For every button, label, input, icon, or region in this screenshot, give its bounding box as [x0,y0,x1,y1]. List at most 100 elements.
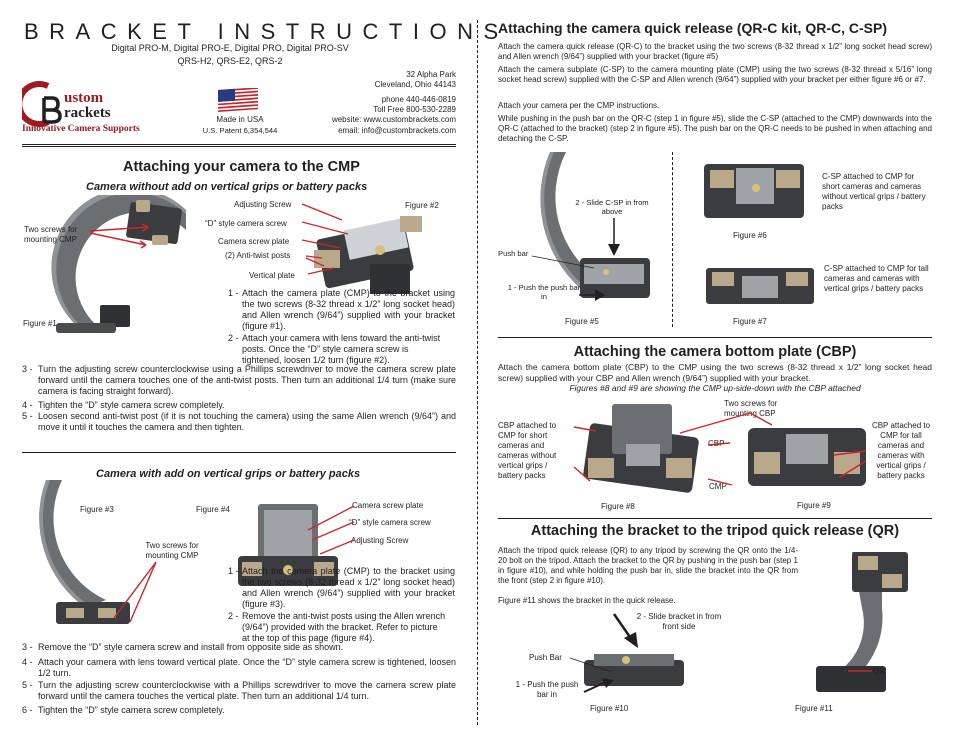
fig11-qr-arrow [848,670,872,672]
qrc-paragraph-3: Attach your camera per the CMP instructi… [498,101,660,110]
logo-word-bottom: rackets [64,105,111,121]
cmp-step-5: Loosen second anti-twist post (if it is … [38,411,456,432]
cmp-b-step-3: Remove the “D” style camera screw and in… [38,642,344,652]
cmp-heading: Attaching your camera to the CMP [123,159,360,175]
fig3-arrows [113,561,157,623]
figure-3-image [39,480,130,624]
email-link[interactable]: email: info@custombrackets.com [338,126,456,135]
models-line-2: QRS-H2, QRS-E2, QRS-2 [177,56,283,66]
figure-9-image [748,428,866,486]
fig2-plate-label: Camera screw plate [218,237,290,246]
qrc-paragraph-4: While pushing in the push bar on the QR-… [498,114,932,143]
cbp-tall-note: CBP attached to CMP for tall cameras and… [871,421,931,480]
fig5-push-arrow-icon [579,289,605,301]
fig11-qr-label: QR [873,667,885,676]
address-line-1: 32 Alpha Park [406,70,456,79]
cbp-heading: Attaching the camera bottom plate (CBP) [573,344,857,360]
figure-1-image [51,195,186,333]
cmp-b-step-1-num: 1 - [228,566,239,576]
figure-10-caption: Figure #10 [590,704,629,713]
csp-tall-note: C-SP attached to CMP for tall cameras an… [824,264,929,293]
qrc-paragraph-2: Attach the camera subplate (C-SP) to the… [498,65,932,84]
cbp-paragraph: Attach the camera bottom plate (CBP) to … [498,362,932,383]
fig5-fig6-divider [672,152,673,327]
cbp-note: Figures #8 and #9 are showing the CMP up… [569,383,861,393]
fig10-slide-label: 2 - Slide bracket in from front side [636,612,722,631]
fig3-two-screws-label: Two screws for mounting CMP [145,541,199,560]
qrc-divider [498,337,932,338]
fig1-arrows [89,223,149,249]
fig1-two-screws-label: Two screws for mounting CMP [24,225,78,244]
cbp-label: CBP [708,439,725,448]
cmp-step-4: Tighten the “D” style camera screw compl… [38,400,225,410]
column-divider [477,20,478,725]
figure-5-caption: Figure #5 [565,317,599,326]
fig4-arrows [307,505,355,555]
cmp-subheading-1: Camera without add on vertical grips or … [86,181,368,193]
fig10-pushbar-label: Push Bar [529,653,562,662]
cmp-subheading-2: Camera with add on vertical grips or bat… [96,468,361,480]
cmp-step-2-num: 2 - [228,333,239,343]
cbp-divider [498,518,932,519]
fig4-plate-label: Camera screw plate [352,501,424,510]
qr-paragraph-2: Figure #11 shows the bracket in the quic… [498,596,676,605]
figure-2-image [314,216,422,294]
fig2-adjusting-screw-label: Adjusting Screw [234,200,292,209]
cmp-b-step-1: Attach the camera plate (CMP) to the bra… [242,566,455,609]
fig2-dstyle-label: “D” style camera screw [205,219,287,228]
cbp-short-note: CBP attached to CMP for short cameras an… [498,421,557,480]
fig5-pushbar-label: Push bar [498,249,529,258]
cmp-b-step-5-num: 5 - [22,680,33,690]
figure-7-image [706,268,814,304]
figure-5-image [540,152,650,298]
toll-free: Toll Free 800-530-2289 [373,105,456,114]
patent-number: U.S. Patent 6,354,544 [202,126,278,135]
company-logo: ustom rackets Innovative Camera Supports [16,78,172,138]
fig5-pushbar-line [531,255,595,269]
page-title: BRACKET INSTRUCTIONS [24,19,509,44]
fig5-push-label: 1 - Push the push bar in [507,283,581,302]
cmp-b-step-6-num: 6 - [22,705,33,715]
figure-11-image [816,552,908,692]
fig5-slide-arrow-icon [608,218,620,256]
fig4-dstyle-label: “D” style camera screw [349,518,431,527]
qr-paragraph-1: Attach the tripod quick release (QR) to … [498,546,798,585]
cmp-step-1-num: 1 - [228,288,239,298]
fig10-slide-arrow-icon [612,613,638,648]
figure-1-caption: Figure #1 [23,319,57,328]
fig10-pushbar-line [569,657,613,673]
cmp-b-step-3-num: 3 - [22,642,33,652]
fig2-vertical-plate-label: Vertical plate [249,271,295,280]
figure-8-image [583,404,699,493]
cmp-b-step-2: Remove the anti-twist posts using the Al… [242,611,446,643]
cmp-b-step-5: Turn the adjusting screw counterclockwis… [38,680,456,701]
cmp-divider [22,452,456,453]
figure-3-caption: Figure #3 [80,505,114,514]
address-line-2: Cleveland, Ohio 44143 [374,80,456,89]
website-link[interactable]: website: www.custombrackets.com [331,115,456,124]
fig4-adjusting-label: Adjusting Screw [351,536,409,545]
figure-4-caption: Figure #4 [196,505,230,514]
cmp-step-5-num: 5 - [22,411,33,421]
figure-11-caption: Figure #11 [795,704,833,713]
cmp-label: CMP [709,482,727,491]
figure-4-image [238,504,338,586]
cmp-b-step-2-num: 2 - [228,611,239,621]
qrc-paragraph-1: Attach the camera quick release (QR-C) t… [498,42,932,61]
made-in-usa: Made in USA [216,115,264,124]
cmp-b-step-6: Tighten the “D” style camera screw compl… [38,705,225,715]
figure-8-caption: Figure #8 [601,502,635,511]
figure-2-caption: Figure #2 [405,201,439,210]
cbp-arrows [573,412,867,486]
models-line-1: Digital PRO-M, Digital PRO-E, Digital PR… [111,43,349,53]
cmp-step-3-num: 3 - [22,364,33,374]
figure-7-caption: Figure #7 [733,317,767,326]
csp-short-note: C-SP attached to CMP for short cameras a… [822,172,926,211]
qr-heading: Attaching the bracket to the tripod quic… [530,523,900,539]
figure-6-image [704,164,804,218]
fig5-slide-label: 2 - Slide C-SP in from above [575,198,649,217]
us-flag-icon [218,87,260,114]
cmp-step-3: Turn the adjusting screw counterclockwis… [38,364,456,396]
logo-tagline: Innovative Camera Supports [22,124,140,134]
fig2-antitwist-label: (2) Anti-twist posts [225,251,291,260]
